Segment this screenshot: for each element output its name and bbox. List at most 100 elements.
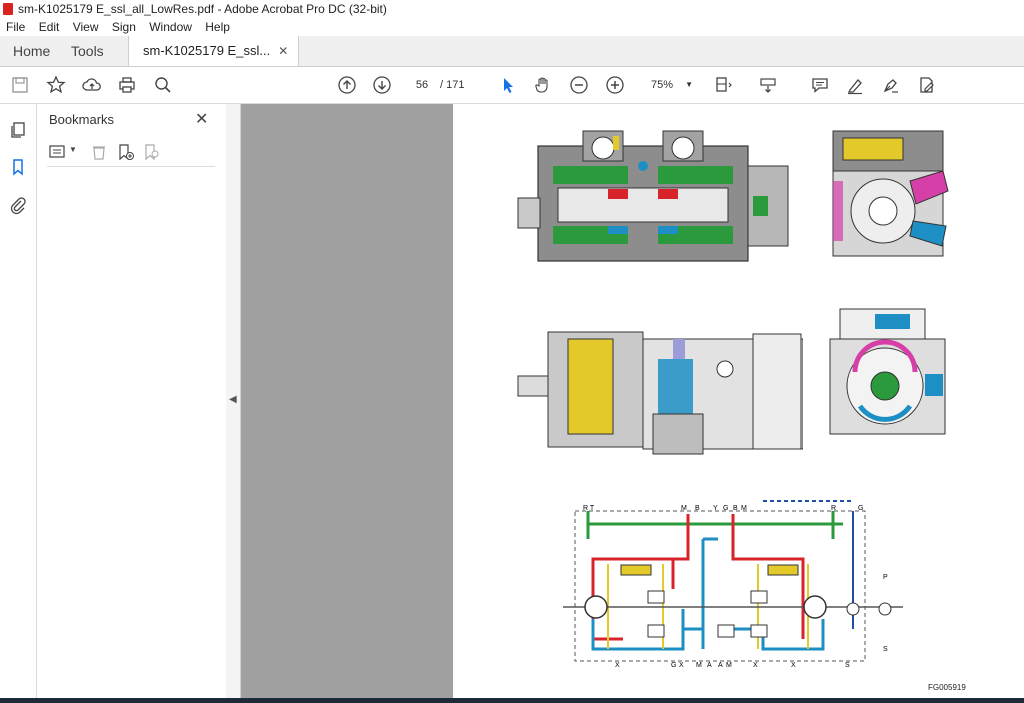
pump-rear-view xyxy=(829,308,946,435)
save-icon xyxy=(12,77,28,93)
printer-icon xyxy=(119,77,135,93)
label-mb-left: M xyxy=(681,505,687,512)
arrow-down-circle-icon xyxy=(373,76,391,94)
hydraulic-schematic: R T M B Y G B M R G P S X G X M A A M X … xyxy=(563,500,903,669)
hand-tool-button[interactable] xyxy=(532,75,554,95)
taskbar-strip xyxy=(0,698,1024,703)
save-button[interactable] xyxy=(9,75,31,95)
bookmarks-panel-title: Bookmarks xyxy=(49,112,115,127)
page-total: / 171 xyxy=(440,79,465,91)
tab-bar: Home Tools sm-K1025179 E_ssl... ✕ xyxy=(0,36,1024,67)
menu-view[interactable]: View xyxy=(72,20,99,34)
figure-code: FG005919 xyxy=(928,683,966,692)
page-fit-icon xyxy=(716,77,732,92)
edit-pdf-button[interactable] xyxy=(916,75,938,95)
paperclip-icon[interactable] xyxy=(8,195,28,215)
zoom-level-value: 75% xyxy=(651,79,674,91)
page-thumbnails-icon[interactable] xyxy=(8,120,28,140)
zoom-out-button[interactable] xyxy=(568,75,590,95)
label-p: P xyxy=(883,574,888,581)
fountain-pen-icon xyxy=(883,79,898,93)
pdf-page: R T M B Y G B M R G P S X G X M A A M X … xyxy=(453,104,1024,703)
panel-collapse-handle[interactable]: ◀ xyxy=(226,104,241,703)
highlight-button[interactable] xyxy=(844,75,866,95)
magnifier-icon xyxy=(155,77,171,93)
trash-icon[interactable] xyxy=(91,143,107,161)
main-toolbar: 56 / 171 75% ▼ xyxy=(0,67,1024,104)
label-gp: G xyxy=(858,505,863,512)
label-y: Y xyxy=(713,505,718,512)
comment-button[interactable] xyxy=(809,75,831,95)
next-page-button[interactable] xyxy=(371,75,393,95)
label-g: G xyxy=(723,505,728,512)
menu-file[interactable]: File xyxy=(6,20,26,34)
window-title: sm-K1025179 E_ssl_all_LowRes.pdf - Adobe… xyxy=(18,2,387,16)
options-dropdown-icon[interactable]: ▼ xyxy=(69,145,77,154)
label-b-right: B xyxy=(733,505,738,512)
minus-circle-icon xyxy=(570,76,588,94)
tab-document-label: sm-K1025179 E_ssl... xyxy=(143,43,271,58)
menu-bar: File Edit View Sign Window Help xyxy=(0,18,1024,36)
search-bookmark-icon[interactable] xyxy=(143,143,161,161)
bookmarks-toolbar: ▼ xyxy=(47,140,215,167)
previous-page-button[interactable] xyxy=(336,75,358,95)
tab-tools[interactable]: Tools xyxy=(71,43,104,59)
left-navigation-rail xyxy=(0,104,37,703)
pen-highlight-icon xyxy=(847,79,862,95)
options-list-icon[interactable] xyxy=(49,144,67,160)
bookmark-star-button[interactable] xyxy=(45,75,67,95)
collapse-arrow-icon: ◀ xyxy=(229,394,237,405)
label-r-right: R xyxy=(831,505,836,512)
chevron-down-icon: ▼ xyxy=(685,80,693,89)
pump-end-view xyxy=(832,130,949,257)
select-tool-button[interactable] xyxy=(497,75,519,95)
bookmark-ribbon-icon[interactable] xyxy=(8,157,28,177)
page-display-button[interactable] xyxy=(713,75,735,95)
label-x3-right: X xyxy=(791,662,796,669)
page-number-input[interactable]: 56 xyxy=(415,79,429,91)
close-panel-icon[interactable]: ✕ xyxy=(195,111,209,128)
bookmarks-panel: Bookmarks ✕ ▼ xyxy=(37,104,227,703)
new-bookmark-icon[interactable] xyxy=(117,143,135,161)
pump-section-side-view xyxy=(517,130,789,262)
find-button[interactable] xyxy=(152,75,174,95)
cursor-arrow-icon xyxy=(504,78,513,93)
label-ma-left: M xyxy=(696,662,702,669)
print-button[interactable] xyxy=(116,75,138,95)
edit-page-icon xyxy=(920,77,934,93)
cloud-upload-icon xyxy=(82,78,101,91)
tab-document[interactable]: sm-K1025179 E_ssl... ✕ xyxy=(128,36,300,66)
menu-sign[interactable]: Sign xyxy=(111,20,136,34)
acrobat-pdf-icon xyxy=(3,3,13,15)
menu-window[interactable]: Window xyxy=(149,20,192,34)
label-b-left: B xyxy=(695,505,700,512)
label-ma-right: M xyxy=(726,662,732,669)
document-viewer[interactable]: R T M B Y G B M R G P S X G X M A A M X … xyxy=(241,104,1024,703)
upload-cloud-button[interactable] xyxy=(81,75,103,95)
pump-exterior-side-view xyxy=(517,331,803,455)
sign-button[interactable] xyxy=(880,75,902,95)
zoom-level-select[interactable]: 75% ▼ xyxy=(641,75,695,95)
hand-icon xyxy=(535,77,548,93)
label-x4-right: X xyxy=(753,662,758,669)
label-mb-right: M xyxy=(741,505,747,512)
label-g-bottom: G xyxy=(671,662,676,669)
label-a-right: A xyxy=(718,662,723,669)
close-tab-icon[interactable]: ✕ xyxy=(278,44,289,58)
menu-edit[interactable]: Edit xyxy=(38,20,60,34)
label-rt: R T xyxy=(583,505,595,512)
label-s-bottom: S xyxy=(845,662,850,669)
label-a-left: A xyxy=(707,662,712,669)
arrow-up-circle-icon xyxy=(338,76,356,94)
label-x3-left: X xyxy=(615,662,620,669)
scroll-mode-button[interactable] xyxy=(757,75,779,95)
label-s-right: S xyxy=(883,646,888,653)
title-bar: sm-K1025179 E_ssl_all_LowRes.pdf - Adobe… xyxy=(0,0,1024,18)
menu-help[interactable]: Help xyxy=(205,20,230,34)
label-x4-left: X xyxy=(679,662,684,669)
comment-icon xyxy=(812,78,828,93)
tab-home[interactable]: Home xyxy=(13,43,51,59)
plus-circle-icon xyxy=(606,76,624,94)
star-icon xyxy=(46,75,66,94)
zoom-in-button[interactable] xyxy=(604,75,626,95)
